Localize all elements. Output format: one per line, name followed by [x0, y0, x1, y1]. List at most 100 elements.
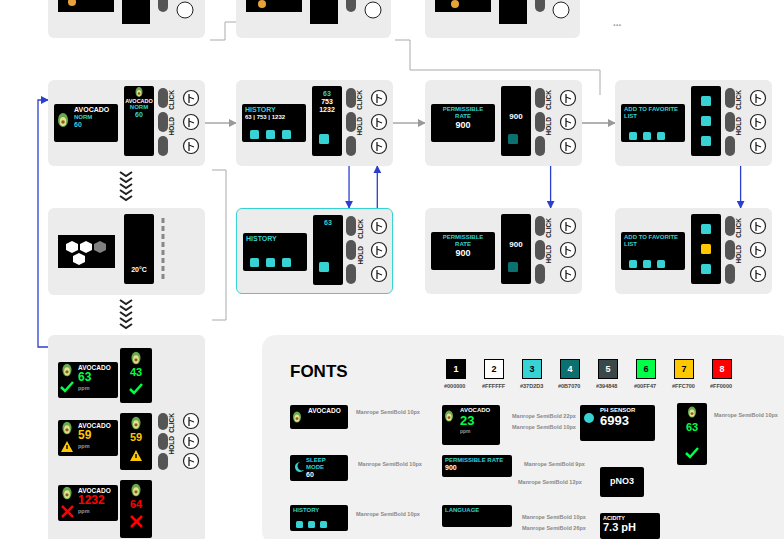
button-label: HOLD [546, 245, 553, 263]
device-screen: PERMISSIBLE RATE900 [431, 232, 495, 270]
device-screen: 63 [313, 215, 343, 285]
color-code: #0B7070 [558, 384, 580, 390]
button-label: CLICK [357, 90, 364, 110]
device-screen: 20°C [124, 214, 154, 284]
screen-text: HISTORY [293, 507, 345, 514]
button-label: HOLD [546, 117, 553, 135]
screen-text: SLEEP MODE [306, 457, 345, 471]
screen-text: pNO3 [603, 476, 641, 486]
font-note: Manrope SemiBold 10px [714, 413, 778, 419]
button-label: CLICK [736, 218, 743, 238]
device-screen: LANGUAGE [442, 505, 512, 527]
screen-text: ppm [78, 443, 115, 449]
flow-connector [205, 122, 236, 123]
screen-text: LANGUAGE [445, 507, 509, 514]
screen-panel: CLICK HOLD PERMISSIBLE RATE900900 [425, 208, 582, 294]
screen-text: 60 [74, 121, 115, 129]
color-code: #FFC700 [672, 384, 695, 390]
button-label: CLICK [736, 90, 743, 110]
screen-text: ppm [460, 429, 497, 435]
screen-panel: CLICKHOLDHISTORY63 [236, 208, 393, 294]
button-label: CLICK [169, 413, 176, 433]
button-label: HOLD [169, 436, 176, 454]
color-code: #394848 [596, 384, 617, 390]
flow-connector [38, 100, 48, 347]
screen-text: 900 [445, 464, 509, 472]
screen-text: AVOCADO [74, 106, 115, 114]
color-swatch: 4 [560, 359, 580, 379]
font-note: Manrope SemiBold 10px [356, 410, 420, 416]
screen-text: 63 [78, 371, 115, 385]
swatch-number: 4 [567, 364, 572, 374]
screen-text: AVOCADO [308, 407, 345, 414]
screen-text: AVOCADO [460, 407, 497, 414]
button-label: HOLD [736, 117, 743, 135]
screen-text: 59 [78, 429, 115, 443]
swatch-number: 5 [605, 364, 610, 374]
screen-text: 63 | 753 | 1232 [245, 114, 303, 121]
flow-connector [550, 166, 551, 208]
flow-connector [377, 166, 378, 208]
screen-text: 23 [460, 414, 497, 429]
screen-text: NORM [74, 114, 115, 121]
screen-text: 63 [314, 219, 342, 227]
screen-text: AVOCADO [78, 364, 115, 371]
swatch-number: 2 [491, 364, 496, 374]
color-code: #FFFFFF [482, 384, 505, 390]
screen-text: 63 [678, 421, 706, 434]
color-swatch: 3 [522, 359, 542, 379]
color-swatch: 8 [712, 359, 732, 379]
font-note: Manrope SemiBold 10px [356, 512, 420, 518]
font-note: Manrope SemiBold 10px [512, 425, 576, 431]
device-screen: 900 [501, 214, 531, 284]
font-note: Manrope SemiBold 10px [522, 515, 586, 521]
flow-connector [348, 166, 349, 208]
swatch-number: 3 [529, 364, 534, 374]
screen-text: 60 [125, 111, 153, 119]
color-swatch: 6 [636, 359, 656, 379]
button-label: HOLD [357, 117, 364, 135]
screen-text: AVOCADO [78, 422, 115, 429]
swatch-number: 7 [681, 364, 686, 374]
button-label: CLICK [169, 90, 176, 110]
button-label: HOLD [736, 245, 743, 263]
screen-text: PERMISSIBLE RATE [434, 234, 492, 248]
font-note: Manrope SemiBold 10px [358, 462, 422, 468]
screen-text: 1232 [313, 106, 341, 114]
screen-text: 1232 [78, 494, 115, 508]
flow-connector [740, 166, 741, 208]
swatch-number: 1 [453, 364, 458, 374]
color-code: #000000 [444, 384, 465, 390]
button-label: CLICK [546, 218, 553, 238]
screen-text: 900 [434, 120, 492, 130]
device-screen: ACIDITY7.3 pH [600, 513, 660, 539]
screen-text: 900 [502, 112, 530, 121]
flow-connector [582, 122, 615, 123]
section-title: FONTS [290, 363, 348, 380]
color-swatch: 2 [484, 359, 504, 379]
device-screen: pNO3 [600, 467, 644, 497]
ellipsis-note: ... [613, 18, 621, 28]
device-screen: PERMISSIBLE RATE900 [442, 455, 512, 477]
device-screen: PERMISSIBLE RATE900 [431, 104, 495, 142]
color-code: #00FF47 [634, 384, 656, 390]
device-screen: 637531232 [312, 86, 342, 156]
font-note: Manrope SemiBold 9px [524, 462, 585, 468]
screen-text: HISTORY [245, 106, 303, 114]
device-screen: SLEEP MODE60 [290, 455, 348, 481]
screen-text: 60 [306, 471, 345, 479]
color-swatch: 5 [598, 359, 618, 379]
color-code: #37D2D3 [520, 384, 543, 390]
color-code: #FF0000 [710, 384, 732, 390]
swatch-number: 6 [643, 364, 648, 374]
flow-connector [393, 122, 425, 123]
screen-text: AVOCADO [78, 487, 115, 494]
screen-text: 753 [313, 98, 341, 106]
screen-text: ADD TO FAVORITE LIST [624, 234, 682, 248]
screen-text: ppm [78, 385, 115, 391]
screen-text: ADD TO FAVORITE LIST [624, 106, 682, 120]
font-note: Manrope SemiBold 12px [518, 480, 582, 486]
device-screen: PH SENSOR6993 [580, 405, 655, 441]
color-swatch: 1 [446, 359, 466, 379]
